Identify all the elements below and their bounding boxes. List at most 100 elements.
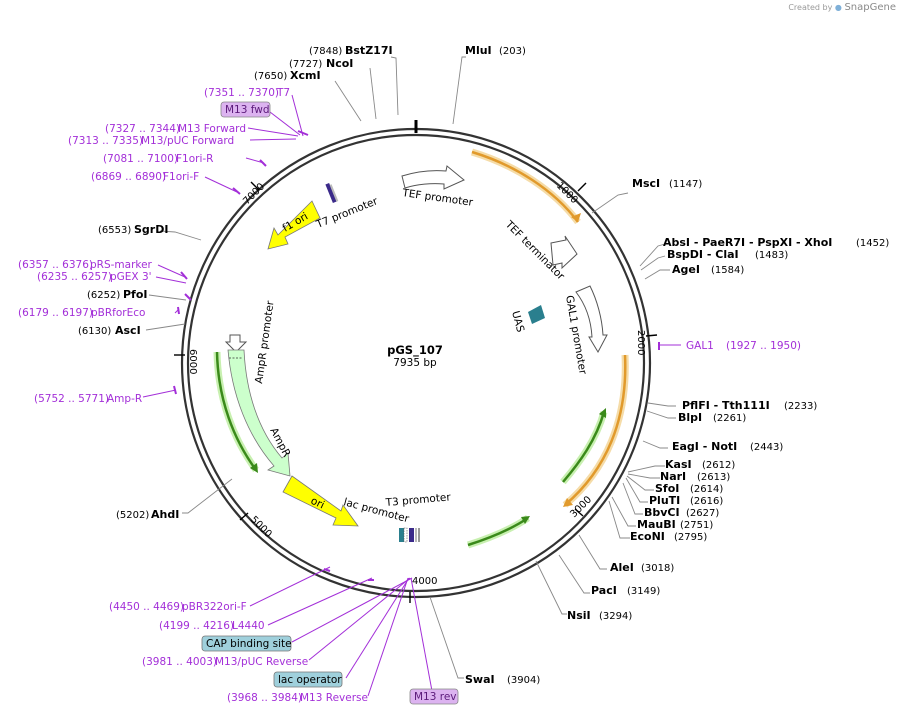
green-arc-1: [560, 408, 608, 485]
tef-promoter-label: TEF promoter: [401, 187, 475, 209]
primer-pos: (5752 .. 5771): [34, 393, 109, 405]
primer-name: lac operator: [278, 674, 342, 686]
enzyme-pos: (2443): [750, 442, 783, 453]
primer-pos: (3981 .. 4003): [142, 656, 217, 668]
primer-pos: (4450 .. 4469): [109, 601, 184, 613]
primer-name: F1ori-R: [176, 153, 213, 165]
enzyme-name: BbvCI: [644, 506, 680, 519]
enzyme-name: PflFI - Tth111I: [682, 399, 770, 412]
enzyme-name: SfoI: [655, 482, 679, 495]
primer-pos: (3968 .. 3984): [227, 692, 302, 704]
enzyme-pos: (2612): [702, 460, 735, 471]
enzyme-pos: (6252): [87, 290, 120, 301]
primer-pos: (6869 .. 6890): [91, 171, 166, 183]
tick-2000: 2000: [635, 330, 646, 355]
orange-arc-tef: [470, 148, 581, 225]
enzyme-name: SwaI: [465, 673, 495, 686]
m13-rev-box: [409, 688, 459, 705]
primer-pos: (7081 .. 7100): [103, 153, 178, 165]
cap-binding-site-box: [201, 635, 292, 652]
enzyme-pos: (2616): [690, 496, 723, 507]
enzyme-name: AleI: [610, 561, 634, 574]
enzyme-pos: (2261): [713, 413, 746, 424]
enzyme-pos: (1483): [755, 250, 788, 261]
enzyme-name: MscI: [632, 177, 660, 190]
enzyme-pos: (2613): [697, 472, 730, 483]
enzyme-pos: (3904): [507, 675, 540, 686]
orange-arc-gal: [562, 354, 629, 508]
t3-promoter-label: T3 promoter: [384, 491, 452, 509]
snapgene-logo-icon: ●: [834, 3, 842, 12]
tick-4000: 4000: [412, 576, 437, 587]
lac-operator-box: [273, 671, 343, 688]
enzyme-pos: (2627): [686, 508, 719, 519]
primer-name: Amp-R: [107, 393, 142, 405]
enzyme-pos: (1584): [711, 265, 744, 276]
enzyme-name: PluTI: [649, 494, 680, 507]
enzyme-pos: (3294): [599, 611, 632, 622]
tick-5000: 5000: [248, 514, 274, 540]
enzyme-name: BstZ17I: [345, 44, 393, 57]
enzyme-name: KasI: [665, 458, 692, 471]
primer-pos: (1927 .. 1950): [726, 340, 801, 352]
enzyme-name: XcmI: [290, 69, 321, 82]
m13-fwd-box: [220, 101, 271, 118]
primer-pos: (6179 .. 6197): [18, 307, 93, 319]
primer-pos: (6235 .. 6257): [37, 271, 112, 283]
tef-promoter-feature: TEF promoter: [401, 165, 475, 209]
enzyme-pos: (2233): [784, 401, 817, 412]
plasmid-length: 7935 bp: [393, 357, 437, 369]
enzyme-name: BlpI: [678, 411, 702, 424]
ampr-promoter-label: AmpR promoter: [253, 299, 277, 384]
green-arc-2: [466, 515, 530, 549]
enzyme-pos: (3018): [641, 563, 674, 574]
enzyme-name: PacI: [591, 584, 617, 597]
enzyme-pos: (1147): [669, 179, 702, 190]
green-arc-amp: [213, 351, 259, 473]
enzyme-leaders: [145, 56, 676, 679]
primer-pos: (6357 .. 6376): [18, 259, 93, 271]
enzyme-pos: (7727): [289, 59, 322, 70]
enzyme-pos: (6553): [98, 225, 131, 236]
primer-marks: [173, 130, 660, 581]
uas-label: UAS: [509, 310, 526, 334]
uas-feature: UAS: [509, 305, 545, 334]
primer-pos: (4199 .. 4216): [159, 620, 234, 632]
primer-name: M13/pUC Reverse: [215, 656, 308, 668]
tef-terminator-feature: TEF terminator: [502, 218, 578, 283]
primer-name: M13 Reverse: [300, 692, 368, 704]
enzyme-name: AscI: [115, 324, 141, 337]
primer-name: GAL1: [686, 340, 714, 352]
enzyme-pos: (2614): [690, 484, 723, 495]
enzyme-name: AhdI: [151, 508, 179, 521]
enzyme-pos: (7650): [254, 71, 287, 82]
primer-pos: (7327 .. 7344): [105, 123, 180, 135]
backbone-ring: [180, 120, 652, 599]
gal1-promoter-feature: GAL1 promoter: [563, 285, 608, 376]
primer-name: M13 Forward: [178, 123, 246, 135]
brand-name: SnapGene: [844, 2, 896, 13]
enzyme-name: MluI: [465, 44, 492, 57]
primer-name: M13 fwd: [225, 104, 270, 116]
primer-name: pRS-marker: [90, 259, 153, 271]
enzyme-name: EcoNI: [630, 530, 665, 543]
position-ticks: [174, 181, 658, 603]
enzyme-name: MauBI: [637, 518, 676, 531]
primer-pos: (7313 .. 7335): [68, 135, 143, 147]
primer-name: pBR322ori-F: [182, 601, 247, 613]
primer-name: M13/pUC Forward: [141, 135, 234, 147]
enzyme-name: NsiI: [567, 609, 591, 622]
enzyme-name: PfoI: [123, 288, 148, 301]
enzyme-pos: (1452): [856, 238, 889, 249]
t7-promoter-label: T7 promoter: [314, 195, 380, 231]
primer-name: pBRforEco: [91, 307, 145, 319]
enzyme-name: NarI: [660, 470, 686, 483]
primer-pos: (7351 .. 7370): [204, 87, 279, 99]
enzyme-name: NcoI: [326, 57, 353, 70]
primer-labels: (7351 .. 7370) T7 M13 fwd (7327 .. 7344)…: [18, 87, 801, 705]
t7-promoter-feature: T7 promoter: [314, 182, 380, 231]
enzyme-pos: (3149): [627, 586, 660, 597]
plasmid-center: pGS_107 7935 bp: [387, 343, 443, 369]
enzyme-name: BspDI - ClaI: [667, 248, 739, 261]
